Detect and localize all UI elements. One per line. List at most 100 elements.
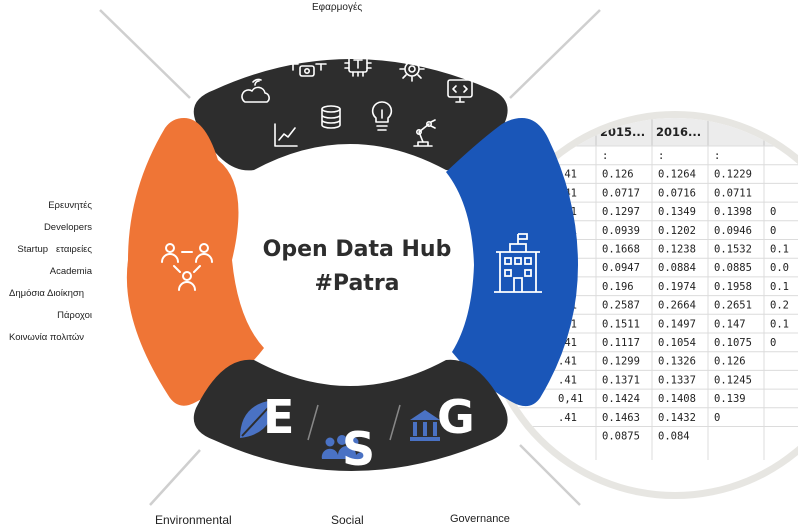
table-cell: 0 xyxy=(770,225,776,237)
cloud-icon xyxy=(241,78,270,103)
esg-letter-e: E xyxy=(263,390,294,444)
table-cell: 0.1497 xyxy=(658,318,696,330)
table-cell: 0.1117 xyxy=(602,337,640,349)
table-cell: 0.0716 xyxy=(658,187,696,199)
table-cell: 0.1432 xyxy=(658,412,696,424)
table-cell: 0.0884 xyxy=(658,262,696,274)
table-cell: 0.1668 xyxy=(602,244,640,256)
stakeholder-researchers: Ερευνητές xyxy=(48,200,92,211)
esg-letter-g: G xyxy=(437,390,475,444)
chip-icon xyxy=(344,49,372,77)
table-cell: 0.196 xyxy=(602,281,634,293)
table-cell: 0.1408 xyxy=(658,393,696,405)
table-cell: 0.1349 xyxy=(658,206,696,218)
table-cell: 0.1 xyxy=(770,318,789,330)
stakeholder-civil-society: Κοινωνία πολιτών xyxy=(9,332,84,343)
table-cell: 0.1245 xyxy=(714,374,752,386)
esg-letter-s: S xyxy=(342,422,375,476)
table-cell: 0.126 xyxy=(714,356,746,368)
table-cell: 0 xyxy=(770,337,776,349)
table-cell: 0.1238 xyxy=(658,244,696,256)
line-top-right xyxy=(509,9,601,99)
esg-divider-1 xyxy=(307,404,319,441)
segment-governance-data xyxy=(446,118,578,407)
stakeholder-academia: Academia xyxy=(49,266,92,277)
table-cell: : xyxy=(714,150,720,162)
table-cell: 0.1371 xyxy=(602,374,640,386)
leaf-icon xyxy=(240,400,274,438)
table-cell: 0.1297 xyxy=(602,206,640,218)
drone-icon xyxy=(287,63,327,77)
table-cell: 0 xyxy=(770,206,776,218)
table-cell: 0.1202 xyxy=(658,225,696,237)
table-cell: 0.1511 xyxy=(602,318,640,330)
table-cell: 0.1532 xyxy=(714,244,752,256)
table-cell: 0.2651 xyxy=(714,300,752,312)
table-cell: .41 xyxy=(558,412,577,424)
table-cell: 0 xyxy=(714,412,720,424)
table-cell: 0.1054 xyxy=(658,337,696,349)
line-top-left xyxy=(99,9,191,99)
gear-icon xyxy=(399,56,425,82)
esg-group: E S G xyxy=(240,390,475,476)
table-cell: : xyxy=(602,150,608,162)
line-bottom-right xyxy=(519,444,581,506)
table-cell: 0.147 xyxy=(714,318,746,330)
people-network-icon xyxy=(161,243,213,291)
table-cell: .41 xyxy=(558,374,577,386)
segment-esg xyxy=(193,359,508,471)
table-cell: .41 xyxy=(558,356,577,368)
stakeholder-developers: Developers xyxy=(43,222,92,233)
table-cell: 0.1264 xyxy=(658,169,696,181)
line-bottom-left xyxy=(149,449,201,506)
bank-icon xyxy=(410,410,440,441)
bulb-icon xyxy=(371,101,393,131)
hub-title-line2: #Patra xyxy=(314,271,399,296)
table-cell: 0.1075 xyxy=(714,337,752,349)
stakeholder-startups: Startup εταιρείες xyxy=(17,244,92,255)
table-cell: 0.1 xyxy=(770,281,789,293)
building-icon xyxy=(494,233,542,293)
table-cell: 0.0 xyxy=(770,262,789,274)
table-cell: 0.084 xyxy=(658,431,690,443)
stakeholder-public-admin: Δημόσια Διοίκηση xyxy=(9,288,84,299)
label-social: Social xyxy=(331,513,364,527)
hub-center xyxy=(236,153,460,377)
table-cell: 0.126 xyxy=(602,169,634,181)
table-cell: 0.2664 xyxy=(658,300,696,312)
chart-icon xyxy=(274,123,298,147)
segment-applications xyxy=(193,59,508,171)
table-cell: 0.0885 xyxy=(714,262,752,274)
label-environmental: Environmental xyxy=(155,513,232,527)
label-governance: Governance xyxy=(450,513,510,525)
table-cell: 0.0947 xyxy=(602,262,640,274)
table-cell: 0.1974 xyxy=(658,281,696,293)
table-cell: 0.0875 xyxy=(602,431,640,443)
table-cell: 0.0939 xyxy=(602,225,640,237)
table-cell: 0.2 xyxy=(770,300,789,312)
table-cell: 0.1229 xyxy=(714,169,752,181)
monitor-code-icon xyxy=(447,79,473,103)
esg-divider-2 xyxy=(389,404,401,441)
table-cell: 0.2587 xyxy=(602,300,640,312)
table-header-cell: 2016... xyxy=(656,125,701,139)
table-cell: 0.0711 xyxy=(714,187,752,199)
table-cell: 0.1299 xyxy=(602,356,640,368)
applications-label: Εφαρμογές xyxy=(312,2,363,13)
table-cell: 0.1 xyxy=(770,244,789,256)
table-cell: 0.139 xyxy=(714,393,746,405)
table-cell: 0.1463 xyxy=(602,412,640,424)
table-cell: 0.1337 xyxy=(658,374,696,386)
table-cell: 0.1398 xyxy=(714,206,752,218)
hub-title-line1: Open Data Hub xyxy=(263,237,452,262)
robot-arm-icon xyxy=(413,119,436,147)
table-cell: 0.0717 xyxy=(602,187,640,199)
table-cell: 0,41 xyxy=(558,393,583,405)
table-cell: 0.1424 xyxy=(602,393,640,405)
database-icon xyxy=(321,105,341,129)
table-cell: 0.1326 xyxy=(658,356,696,368)
table-cell: : xyxy=(658,150,664,162)
stakeholder-providers: Πάροχοι xyxy=(57,310,92,321)
table-cell: 0.0946 xyxy=(714,225,752,237)
